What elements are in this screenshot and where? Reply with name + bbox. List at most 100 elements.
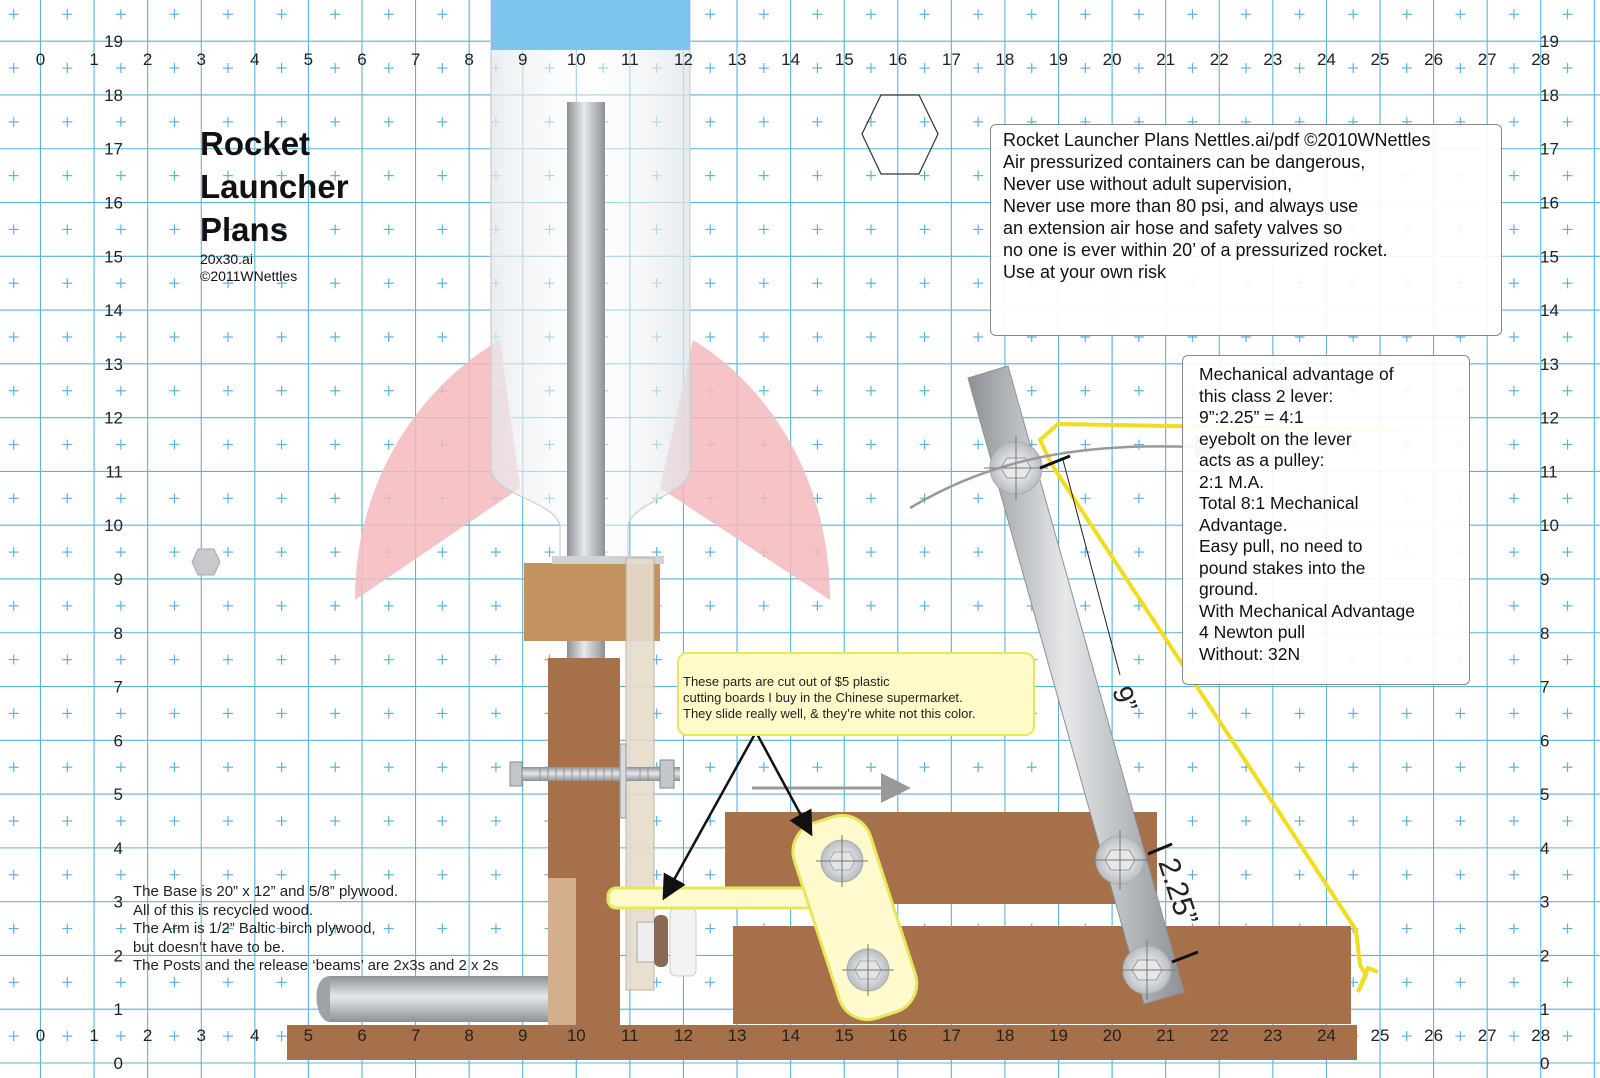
ruler-bottom-label: 9 [518, 1026, 527, 1045]
title-copyright: ©2011WNettles [200, 268, 298, 284]
ruler-right-label: 2 [1540, 946, 1549, 965]
ruler-bottom-label: 1 [89, 1026, 98, 1045]
ruler-bottom-label: 15 [835, 1026, 854, 1045]
ma-line: ground. [1199, 579, 1259, 599]
ruler-right-label: 3 [1540, 893, 1549, 912]
ruler-bottom-label: 7 [411, 1026, 420, 1045]
ruler-left-label: 11 [105, 462, 123, 481]
ruler-right-label: 10 [1540, 516, 1559, 535]
ma-line: 4 Newton pull [1199, 622, 1306, 642]
ma-line: pound stakes into the [1199, 557, 1366, 578]
ruler-left-label: 2 [114, 946, 123, 965]
ruler-bottom-label: 22 [1210, 1026, 1229, 1045]
ruler-right-label: 1 [1540, 1000, 1549, 1019]
callout-line: These parts are cut out of $5 plastic [683, 674, 890, 689]
base-note-line: All of this is recycled wood. [133, 901, 314, 919]
ruler-left-label: 1 [114, 1000, 123, 1019]
ruler-bottom-label: 20 [1103, 1026, 1122, 1045]
lever-bolt-middle [1090, 830, 1150, 890]
ruler-top-label: 10 [567, 50, 586, 69]
base-notes: The Base is 20” x 12” and 5/8” plywood. … [133, 883, 593, 976]
ruler-bottom-label: 23 [1263, 1026, 1282, 1045]
ruler-left-label: 17 [104, 140, 123, 159]
pull-rope [1037, 421, 1401, 993]
ma-line: acts as a pulley: [1199, 450, 1325, 470]
hexagon-outline [861, 94, 939, 175]
base-note-line: The Arm is 1/2” Baltic birch plywood, [133, 920, 376, 937]
dimension-9in-line [1062, 459, 1121, 676]
ma-line: Without: 32N [1199, 643, 1301, 664]
latch-guide [669, 907, 697, 977]
dimension-tick-mid [1147, 842, 1173, 856]
slider-bar [606, 886, 830, 910]
warning-line: Air pressurized containers can be danger… [1003, 152, 1366, 172]
ruler-top-label: 15 [835, 50, 854, 69]
ma-line: this class 2 lever: [1199, 385, 1334, 406]
ruler-left-label: 8 [114, 624, 123, 643]
ruler-bottom-label: 11 [621, 1026, 639, 1045]
threaded-rod [520, 767, 680, 781]
title-block: Rocket Launcher Plans 20x30.ai ©2011WNet… [200, 122, 460, 285]
ruler-right-label: 19 [1540, 32, 1559, 51]
ruler-right-label: 4 [1540, 839, 1549, 858]
ruler-bottom-label: 3 [197, 1026, 206, 1045]
title-line-3: Plans [200, 211, 289, 248]
base-board [287, 1025, 1357, 1060]
ma-line: 9”:2.25” = 4:1 [1199, 407, 1304, 427]
safety-warning-box: Rocket Launcher Plans Nettles.ai/pdf ©20… [990, 124, 1502, 336]
ruler-left-label: 19 [104, 32, 123, 51]
ruler-left-label: 15 [104, 247, 123, 266]
ruler-top-label: 8 [464, 50, 473, 69]
rod-washer [619, 743, 627, 819]
ruler-right-label: 7 [1540, 678, 1549, 697]
mechanical-advantage-box: Mechanical advantage of this class 2 lev… [1182, 355, 1470, 685]
ruler-bottom-label: 13 [728, 1026, 747, 1045]
ruler-bottom-label: 17 [942, 1026, 961, 1045]
ruler-right-label: 0 [1540, 1054, 1549, 1073]
ruler-bottom-label: 27 [1478, 1026, 1497, 1045]
ruler-bottom-label: 16 [888, 1026, 907, 1045]
warning-line: Never use without adult supervision, [1003, 174, 1293, 194]
ruler-bottom-label: 4 [250, 1026, 259, 1045]
ruler-top-label: 28 [1531, 50, 1550, 69]
ruler-right-label: 12 [1540, 409, 1559, 428]
callout-line: They slide really well, & they’re white … [683, 706, 976, 721]
ruler-top-label: 3 [197, 50, 206, 69]
warning-line: Use at your own risk [1003, 262, 1167, 282]
ruler-left-label: 10 [104, 516, 123, 535]
ruler-right-label: 5 [1540, 785, 1549, 804]
ruler-top-label: 4 [250, 50, 259, 69]
ruler-top-label: 9 [518, 50, 527, 69]
ruler-top-label: 0 [36, 50, 45, 69]
ruler-top-label: 5 [304, 50, 313, 69]
latch-block [636, 921, 656, 963]
ruler-left-label: 0 [114, 1054, 123, 1073]
air-pipe [330, 976, 550, 1022]
post-block-light [548, 878, 576, 1025]
ruler-left-label: 6 [114, 731, 123, 750]
ma-line: Easy pull, no need to [1199, 536, 1363, 556]
ruler-left-label: 4 [114, 839, 123, 858]
warning-line: an extension air hose and safety valves … [1003, 218, 1343, 238]
ruler-right-label: 18 [1540, 86, 1559, 105]
file-name: 20x30.ai [200, 251, 253, 267]
bottle-cap [491, 0, 690, 50]
launch-tube [567, 102, 605, 557]
warning-line: Never use more than 80 psi, and always u… [1003, 196, 1359, 216]
ruler-bottom-label: 0 [36, 1026, 45, 1045]
ruler-top-label: 13 [728, 50, 747, 69]
title-line-1: Rocket [200, 125, 311, 162]
ruler-left-label: 3 [114, 893, 123, 912]
ruler-right-label: 6 [1540, 731, 1549, 750]
ruler-left-label: 14 [104, 301, 123, 320]
small-hex-nut [191, 548, 221, 576]
ma-line: eyebolt on the lever [1199, 428, 1352, 449]
ruler-top-label: 6 [357, 50, 366, 69]
ruler-right-label: 17 [1540, 140, 1559, 159]
title-line-2: Launcher [200, 168, 349, 205]
ruler-left-label: 7 [114, 678, 123, 697]
ruler-top-label: 19 [1049, 50, 1068, 69]
ruler-right-label: 13 [1540, 355, 1559, 374]
